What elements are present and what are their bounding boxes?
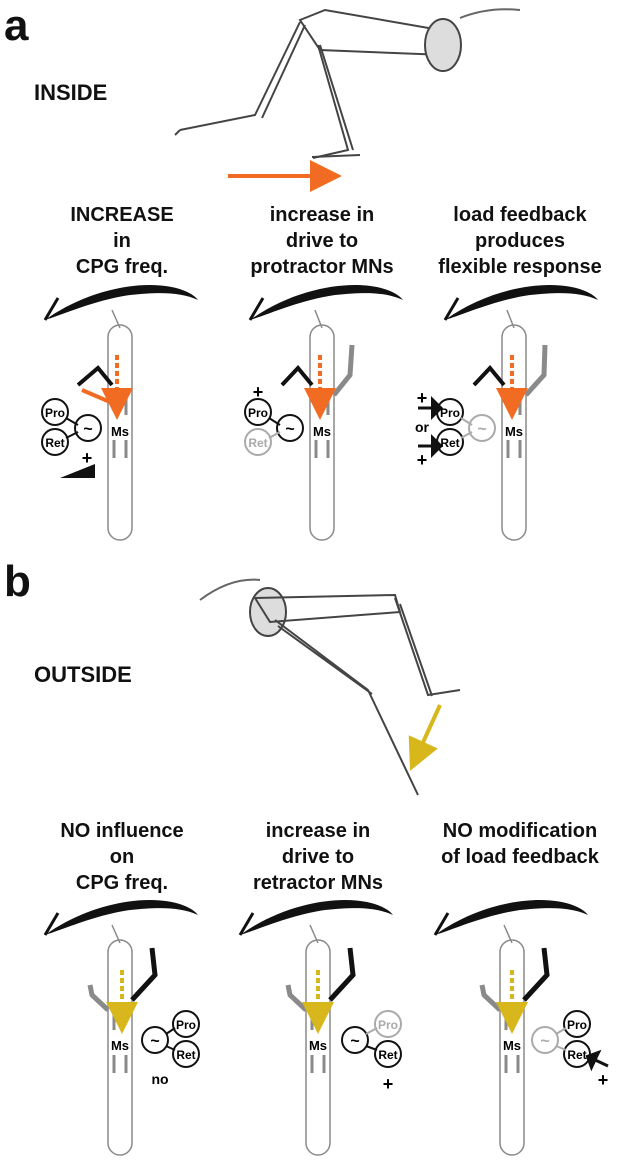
condition-inside: INSIDE [34,80,108,105]
plus-label-a1: + [82,448,93,468]
ms-label-a3: Ms [505,424,523,439]
ms-label-b2: Ms [309,1038,327,1053]
oscillator-icon-b1: ~ [150,1033,159,1050]
ret-label-a1: Ret [45,436,64,450]
ret-label-a3: Ret [440,436,459,450]
ms-label-a2: Ms [313,424,331,439]
ret-label-b3: Ret [567,1048,586,1062]
movement-arrow-outside [408,704,442,771]
schematic-a3 [418,285,598,541]
oscillator-icon-a2: ~ [285,421,294,438]
plus-label-b2: + [383,1074,394,1094]
ms-label-b3: Ms [503,1038,521,1053]
ms-label-b1: Ms [111,1038,129,1053]
plus-label-a2: + [253,382,264,402]
pro-label-b1: Pro [176,1018,196,1032]
ms-label-a1: Ms [111,424,129,439]
oscillator-icon-a3: ~ [477,421,486,438]
ret-label-a2: Ret [248,436,267,450]
schematic-b3 [433,900,609,1156]
pro-label-b3: Pro [567,1018,587,1032]
ret-label-b2: Ret [378,1048,397,1062]
schematic-a1 [41,285,198,541]
schematic-b1 [43,900,200,1156]
insect-leg-outside [199,578,461,796]
condition-outside: OUTSIDE [34,662,132,687]
pro-label-a1: Pro [45,406,65,420]
pro-label-a2: Pro [248,406,268,420]
pro-label-a3: Pro [440,406,460,420]
oscillator-icon-a1: ~ [83,421,92,438]
plus-label-a3-top: + [417,388,428,408]
insect-leg-inside [174,8,521,159]
panel-letter-b: b [4,557,31,606]
schematic-a2 [244,285,403,541]
or-label-a3: or [415,419,430,435]
ret-label-b1: Ret [176,1048,195,1062]
plus-label-b3: + [598,1070,609,1090]
oscillator-icon-b2: ~ [350,1033,359,1050]
plus-label-a3-bottom: + [417,450,428,470]
schematic-b2 [238,900,402,1156]
no-label-b1: no [151,1071,168,1087]
oscillator-icon-b3: ~ [540,1033,549,1050]
panel-letter-a: a [4,1,29,50]
pro-label-b2: Pro [378,1018,398,1032]
